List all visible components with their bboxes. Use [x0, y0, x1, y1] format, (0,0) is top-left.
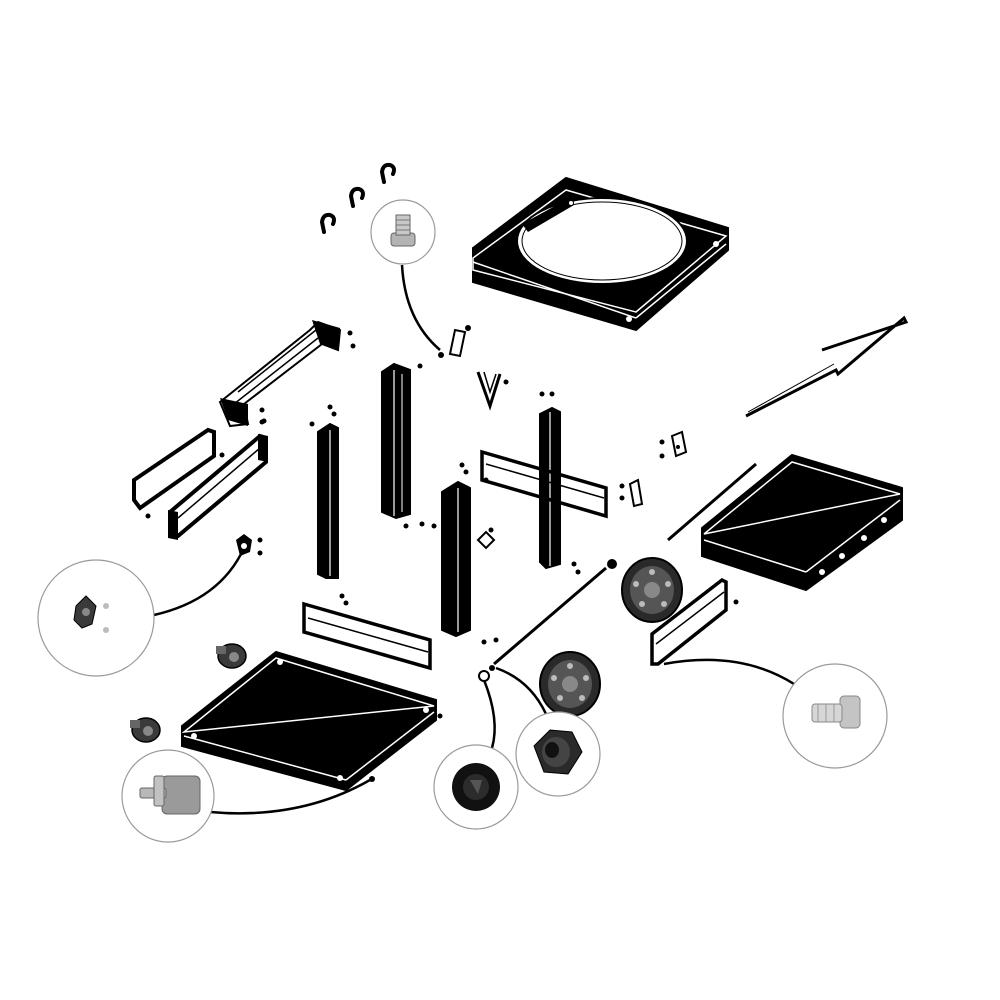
bottom-shelf — [181, 650, 443, 792]
right-wire-rack — [650, 577, 739, 666]
wheel-right — [621, 557, 683, 623]
knob-bracket-small — [236, 534, 263, 556]
lower-crossbar — [302, 593, 499, 671]
v-clip — [476, 371, 509, 411]
nut-icon — [533, 729, 583, 775]
caster-detail-callout — [121, 749, 375, 843]
shelf-support-wire — [745, 315, 909, 418]
firebox-ring-frame — [472, 176, 729, 332]
screw-icon — [811, 695, 861, 729]
screw-detail-callout — [663, 658, 888, 769]
side-shelf-tray — [701, 453, 903, 592]
handle-bar — [218, 320, 356, 428]
caster-upper — [216, 643, 247, 669]
wheel-center — [539, 651, 601, 717]
shelf-rod — [667, 462, 757, 542]
knob-icon — [73, 595, 109, 633]
caster-locks — [130, 643, 247, 743]
hook-bracket — [438, 325, 471, 358]
front-right-crossbar — [480, 449, 608, 519]
caster-lower — [130, 717, 161, 743]
side-brackets — [619, 430, 688, 508]
upright-back — [381, 362, 423, 529]
knob-detail-callout — [37, 534, 263, 677]
center-uprights — [309, 362, 581, 638]
bolt-icon — [390, 214, 416, 247]
wheels — [539, 557, 683, 717]
top-hooks — [319, 162, 396, 234]
left-rear-bracket — [168, 418, 268, 540]
axle-rod — [489, 559, 617, 671]
nut-detail-callout — [495, 666, 601, 797]
upright-right — [539, 391, 581, 575]
small-clip — [476, 527, 496, 550]
hubcap-icon — [452, 763, 500, 811]
upright-left — [309, 404, 339, 579]
bolt-detail-callout — [370, 199, 441, 351]
left-wire-rack — [132, 427, 225, 519]
hubcap-detail-callout — [433, 670, 519, 830]
upright-front — [419, 462, 471, 638]
caster-icon — [139, 775, 201, 815]
